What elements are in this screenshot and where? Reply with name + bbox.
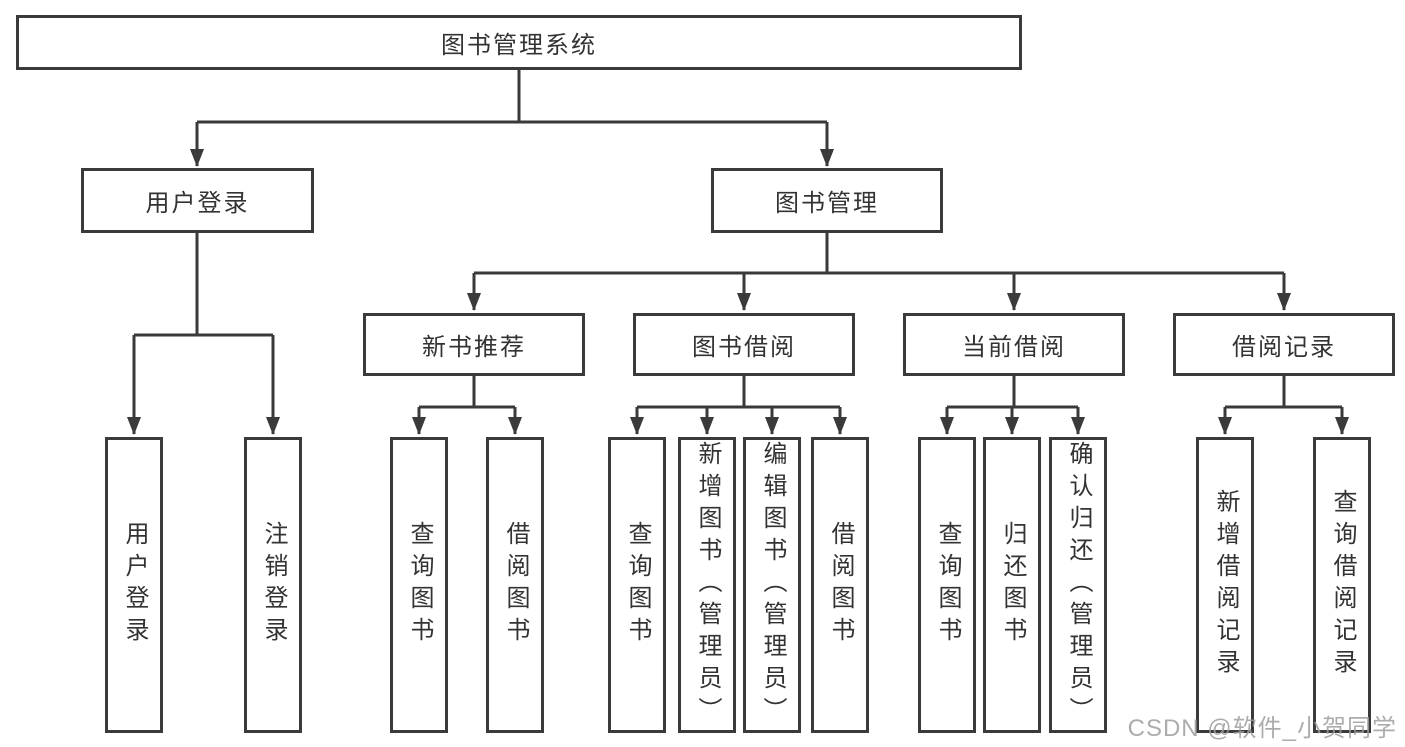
node-book-borrowing: 图书借阅 bbox=[633, 313, 855, 376]
leaf-bb-edit-books-admin-label: 编辑图书（管理员） bbox=[759, 441, 786, 729]
leaf-nb-query-books: 查询图书 bbox=[390, 437, 448, 733]
leaf-cb-confirm-return-admin: 确认归还（管理员） bbox=[1049, 437, 1107, 733]
leaf-cb-query-books-label: 查询图书 bbox=[934, 521, 961, 649]
leaf-nb-borrow-books-label: 借阅图书 bbox=[502, 521, 529, 649]
node-current-borrowing-label: 当前借阅 bbox=[962, 334, 1066, 361]
leaf-bb-borrow-books-label: 借阅图书 bbox=[827, 521, 854, 649]
node-book-management-label: 图书管理 bbox=[775, 190, 879, 217]
leaf-bb-add-books-admin: 新增图书（管理员） bbox=[678, 437, 736, 733]
leaf-cb-confirm-return-admin-label: 确认归还（管理员） bbox=[1065, 441, 1092, 729]
leaf-bb-query-books-label: 查询图书 bbox=[624, 521, 651, 649]
leaf-br-add-record-label: 新增借阅记录 bbox=[1212, 489, 1239, 681]
leaf-bb-add-books-admin-label: 新增图书（管理员） bbox=[694, 441, 721, 729]
node-root-label: 图书管理系统 bbox=[441, 32, 597, 59]
leaf-cb-query-books: 查询图书 bbox=[918, 437, 976, 733]
node-book-borrowing-label: 图书借阅 bbox=[692, 334, 796, 361]
leaf-user-login: 用户登录 bbox=[105, 437, 163, 733]
leaf-bb-query-books: 查询图书 bbox=[608, 437, 666, 733]
node-borrow-records: 借阅记录 bbox=[1173, 313, 1395, 376]
node-current-borrowing: 当前借阅 bbox=[903, 313, 1125, 376]
csdn-watermark: CSDN @软件_小贺同学 bbox=[1127, 715, 1397, 742]
node-borrow-records-label: 借阅记录 bbox=[1232, 334, 1336, 361]
leaf-nb-borrow-books: 借阅图书 bbox=[486, 437, 544, 733]
node-new-book-recommend: 新书推荐 bbox=[363, 313, 585, 376]
node-new-book-recommend-label: 新书推荐 bbox=[422, 334, 526, 361]
leaf-nb-query-books-label: 查询图书 bbox=[406, 521, 433, 649]
leaf-user-login-label: 用户登录 bbox=[121, 521, 148, 649]
node-user-login-label: 用户登录 bbox=[145, 190, 250, 217]
leaf-cb-return-books-label: 归还图书 bbox=[999, 521, 1026, 649]
leaf-br-query-record: 查询借阅记录 bbox=[1313, 437, 1371, 733]
leaf-br-add-record: 新增借阅记录 bbox=[1196, 437, 1254, 733]
leaf-logout-label: 注销登录 bbox=[260, 521, 287, 649]
leaf-br-query-record-label: 查询借阅记录 bbox=[1329, 489, 1356, 681]
node-user-login: 用户登录 bbox=[81, 168, 314, 233]
leaf-bb-borrow-books: 借阅图书 bbox=[811, 437, 869, 733]
node-book-management: 图书管理 bbox=[711, 168, 943, 233]
node-root: 图书管理系统 bbox=[16, 15, 1022, 70]
leaf-bb-edit-books-admin: 编辑图书（管理员） bbox=[743, 437, 801, 733]
leaf-cb-return-books: 归还图书 bbox=[983, 437, 1041, 733]
leaf-logout: 注销登录 bbox=[244, 437, 302, 733]
